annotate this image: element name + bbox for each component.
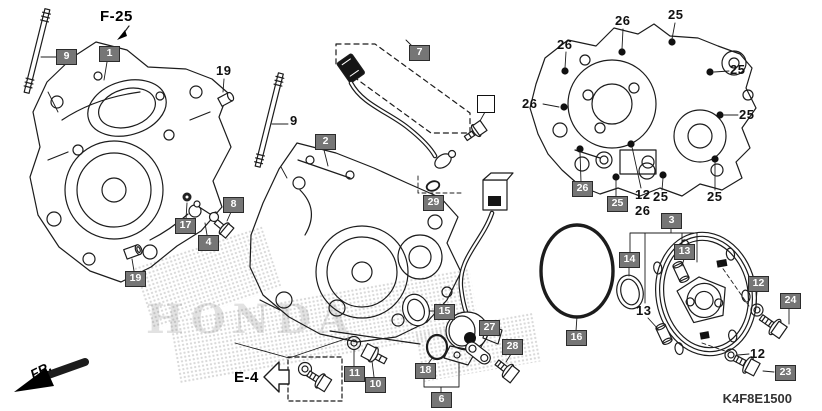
- front-direction-arrow: [14, 362, 85, 392]
- boxed-callout-28[interactable]: 28: [502, 339, 523, 355]
- washer-12b-drawing: [725, 349, 737, 361]
- switch-and-cable-drawing: [444, 173, 513, 365]
- boxed-callout-25[interactable]: 25: [607, 196, 628, 212]
- boxed-callout-27[interactable]: 27: [479, 320, 500, 336]
- plain-callout-25-top[interactable]: 25: [668, 7, 684, 22]
- boxed-callout-10[interactable]: 10: [365, 377, 386, 393]
- stud-bolt-9a-drawing: [23, 8, 52, 93]
- e4-drain-bolt-drawing: [235, 337, 351, 401]
- boxed-callout-29[interactable]: 29: [423, 195, 444, 211]
- right-cover-drawing: [530, 24, 756, 196]
- plain-callout-12-bottom[interactable]: 12: [750, 346, 766, 361]
- boxed-callout-12[interactable]: 12: [748, 276, 769, 292]
- plug-19-drawing: [218, 91, 235, 106]
- boxed-callout-4[interactable]: 4: [198, 235, 219, 251]
- plain-callout-12-mid[interactable]: 12: [635, 187, 651, 202]
- bolt-10-drawing: [361, 343, 390, 368]
- washer-11-drawing: [348, 337, 361, 350]
- plain-callout-26-mid[interactable]: 26: [635, 203, 651, 218]
- bolt-8-drawing: [211, 216, 234, 238]
- plain-callout-25-mid2[interactable]: 25: [707, 189, 723, 204]
- boxed-callout-17[interactable]: 17: [175, 218, 196, 234]
- bolt-28-drawing: [492, 356, 520, 383]
- washer-12a-drawing: [751, 304, 763, 316]
- oil-seal-15-drawing: [398, 291, 433, 330]
- honda-watermark: HONDA: [146, 296, 356, 343]
- boxed-callout-1[interactable]: 1: [99, 46, 120, 62]
- bushing-19-drawing: [124, 244, 143, 259]
- cross-reference-e4[interactable]: E-4: [234, 369, 259, 386]
- o-ring-18-drawing: [427, 335, 447, 359]
- boxed-callout-9[interactable]: 9: [56, 49, 77, 65]
- plain-callout-25-mid1[interactable]: 25: [653, 189, 669, 204]
- boxed-callout-3[interactable]: 3: [661, 213, 682, 229]
- empty-callout-box[interactable]: [477, 95, 495, 113]
- sensor-7-drawing: [336, 44, 470, 192]
- dowel-pin-13b-drawing: [655, 322, 673, 345]
- o-ring-16-drawing: [541, 225, 613, 317]
- stud-bolt-9b-drawing: [254, 72, 285, 167]
- boxed-callout-24[interactable]: 24: [780, 293, 801, 309]
- plain-callout-26-top2[interactable]: 26: [615, 13, 631, 28]
- boxed-callout-23[interactable]: 23: [775, 365, 796, 381]
- boxed-callout-26[interactable]: 26: [572, 181, 593, 197]
- plain-callout-13[interactable]: 13: [636, 303, 652, 318]
- boxed-callout-14[interactable]: 14: [619, 252, 640, 268]
- boxed-callout-2[interactable]: 2: [315, 134, 336, 150]
- bolt-position-dots: [560, 38, 724, 181]
- boxed-callout-13[interactable]: 13: [674, 244, 695, 260]
- leader-lines: [41, 23, 789, 393]
- plain-callout-25-right2[interactable]: 25: [739, 107, 755, 122]
- bolt-24-drawing: [756, 310, 788, 340]
- e4-arrow-icon: [264, 362, 289, 392]
- plain-callout-25-right1[interactable]: 25: [730, 62, 746, 77]
- boxed-callout-8[interactable]: 8: [223, 197, 244, 213]
- plain-callout-19[interactable]: 19: [216, 63, 232, 78]
- plain-callout-26-top1[interactable]: 26: [557, 37, 573, 52]
- bolt-unlabeled-drawing: [462, 120, 488, 144]
- boxed-callout-15[interactable]: 15: [434, 304, 455, 320]
- boxed-callout-18[interactable]: 18: [415, 363, 436, 379]
- plain-callout-26-left[interactable]: 26: [522, 96, 538, 111]
- oil-seal-14-drawing: [613, 272, 646, 311]
- left-crankcase-drawing: [30, 42, 231, 282]
- boxed-callout-16[interactable]: 16: [566, 330, 587, 346]
- boxed-callout-7[interactable]: 7: [409, 45, 430, 61]
- joint-plate-27-drawing: [463, 340, 492, 367]
- plain-callout-9[interactable]: 9: [290, 113, 298, 128]
- arm-4-drawing: [194, 201, 219, 222]
- center-crankcase-drawing: [250, 143, 461, 344]
- f25-arrow-icon: [117, 26, 129, 40]
- diagram-part-code: K4F8E1500: [722, 391, 792, 406]
- grommet-17-drawing: [182, 192, 192, 202]
- dowel-pin-13a-drawing: [672, 260, 690, 283]
- boxed-callout-11[interactable]: 11: [344, 366, 365, 382]
- boxed-callout-6[interactable]: 6: [431, 392, 452, 408]
- bolt-23-drawing: [731, 350, 762, 378]
- boxed-callout-19[interactable]: 19: [125, 271, 146, 287]
- cross-reference-f25[interactable]: F-25: [100, 8, 133, 25]
